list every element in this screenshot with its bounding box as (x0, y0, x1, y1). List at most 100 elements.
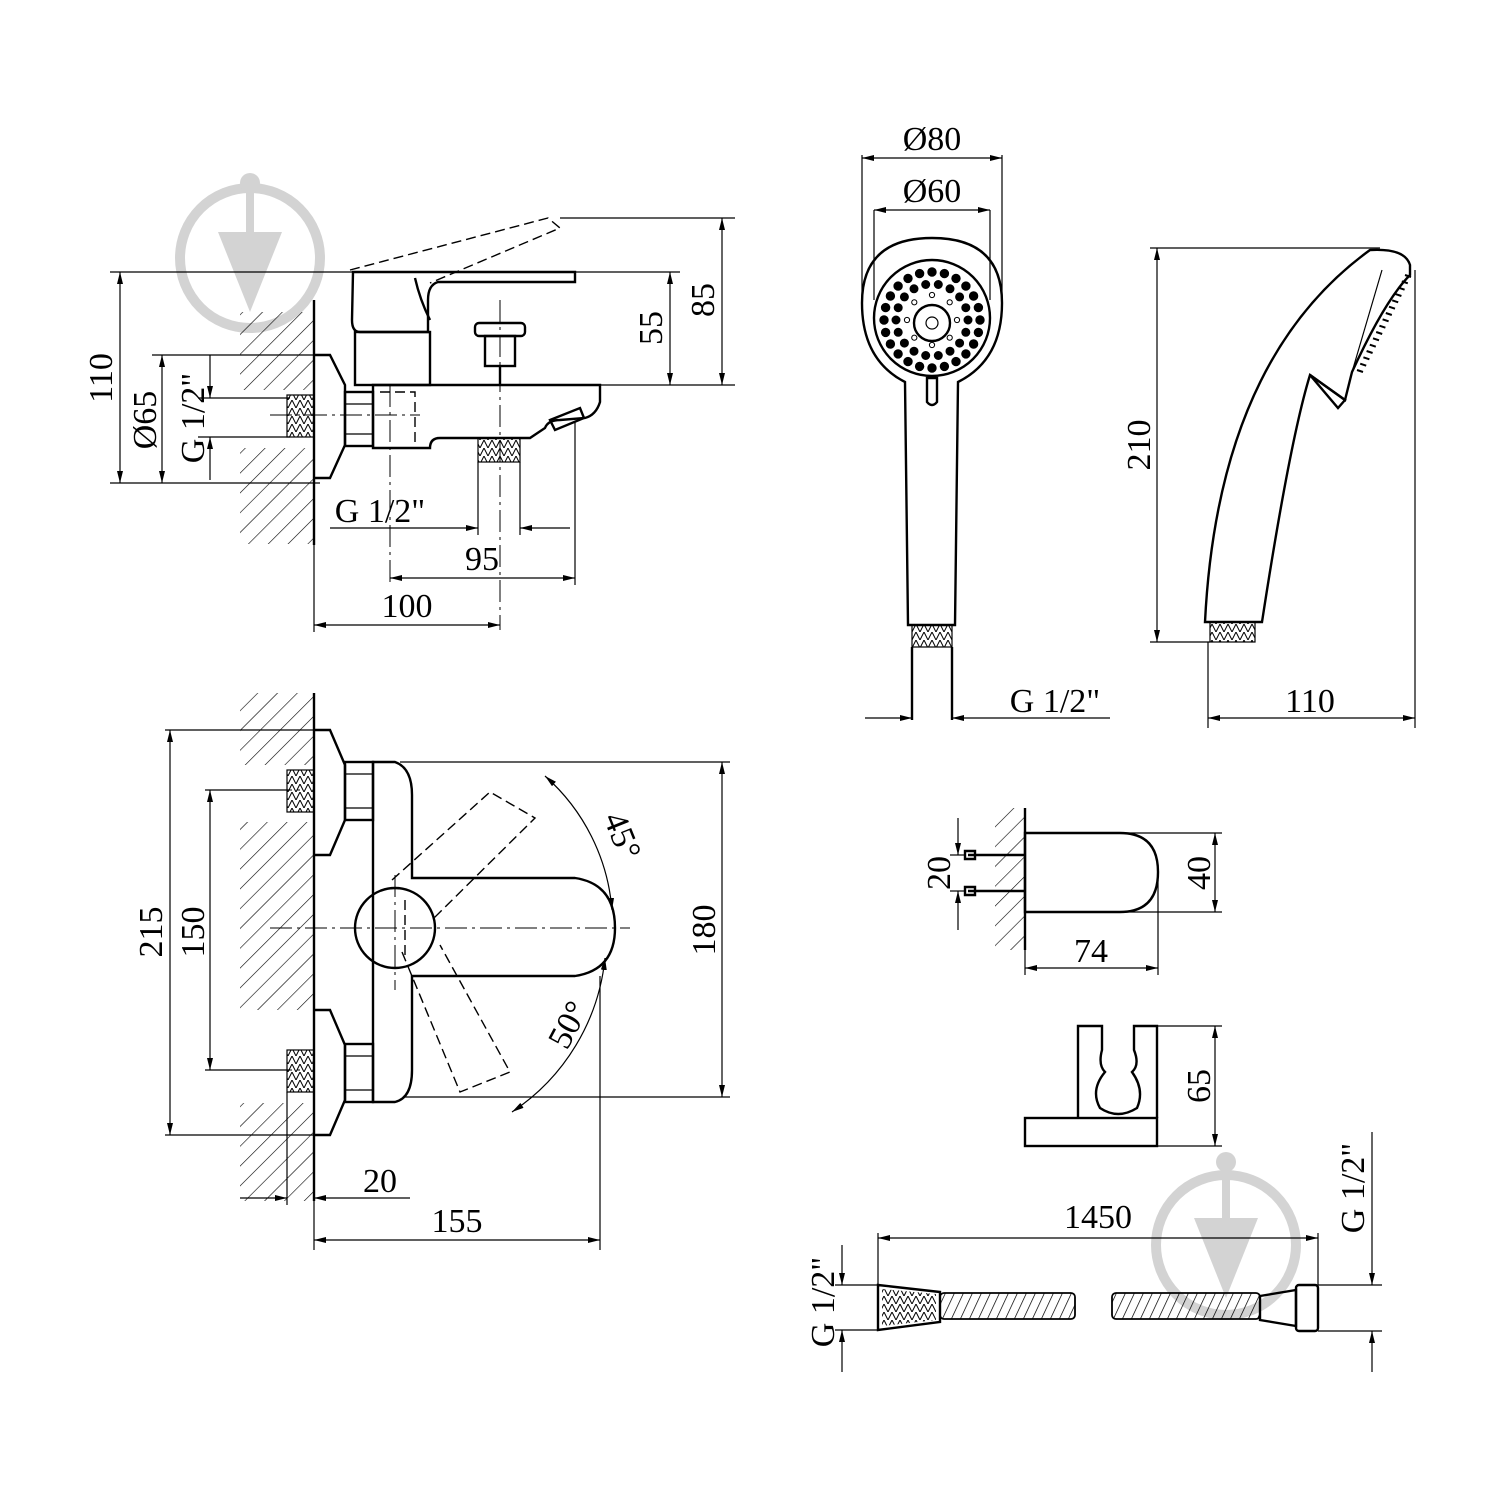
nozzle-tip (1385, 312, 1393, 316)
hand-shower-side: 210 110 (1121, 247, 1416, 728)
dim-85: 85 (685, 283, 722, 317)
nozzle-dot (975, 315, 985, 325)
nozzle-dot (927, 267, 937, 277)
dim-110-depth: 110 (1285, 683, 1335, 720)
nozzle-dot (903, 356, 913, 367)
nozzle-dot (951, 273, 961, 284)
nozzle-dot (953, 316, 961, 324)
nozzle-dot (885, 291, 896, 301)
nozzle-dot (909, 284, 919, 294)
dim-1450: 1450 (1064, 1199, 1132, 1236)
dim-100: 100 (382, 588, 433, 625)
spray-nozzles (879, 267, 985, 373)
nozzle-dot (909, 346, 919, 356)
nozzle-dot (914, 268, 925, 279)
dim-inlet-thread: G 1/2" (175, 373, 212, 463)
nozzle-dot (968, 339, 979, 349)
nozzle-dot (939, 361, 950, 372)
nozzle-dot (879, 315, 889, 325)
nozzle-tip (1391, 299, 1399, 304)
nozzle-dot (973, 327, 984, 338)
nozzle-tip (1388, 305, 1396, 310)
nozzle-tip (1375, 331, 1383, 335)
dim-55: 55 (633, 311, 670, 345)
dim-face-dia: Ø60 (903, 173, 962, 210)
nozzle-dot (914, 361, 925, 372)
nozzle-tip (1379, 324, 1386, 329)
nozzle-dot (961, 349, 971, 359)
nozzle-dot (939, 268, 950, 279)
wall-holder-front: 65 (1023, 1024, 1222, 1148)
nozzle-tip (1369, 343, 1377, 348)
dim-outer-dia: Ø80 (903, 121, 962, 158)
dim-20-screw: 20 (921, 856, 958, 890)
dim-180: 180 (686, 905, 723, 956)
dim-outlet-thread: G 1/2" (335, 493, 425, 530)
nozzle-dot (891, 315, 901, 325)
nozzle-dot (893, 327, 903, 337)
nozzle-dot (911, 334, 918, 341)
nozzle-dot (961, 303, 971, 313)
nozzle-dot (893, 281, 903, 291)
drop-logo-icon (175, 173, 325, 333)
nozzle-tip (1359, 362, 1367, 367)
dim-20-flange: 20 (363, 1163, 397, 1200)
nozzle-tip (1363, 356, 1370, 361)
nozzle-dot (927, 363, 937, 373)
wall-hatch (240, 448, 314, 544)
nozzle-dot (893, 349, 903, 359)
nozzle-dot (885, 339, 896, 349)
nozzle-tip (1356, 369, 1364, 373)
wall-hatch (240, 312, 314, 390)
nozzle-dot (968, 291, 979, 301)
dim-hose-thread-left: G 1/2" (805, 1257, 842, 1347)
dim-210: 210 (1121, 420, 1158, 471)
nozzle-tip (1404, 274, 1412, 278)
dim-65: 65 (1181, 1069, 1218, 1103)
nozzle-dot (928, 341, 936, 349)
dim-angle-45: 45° (596, 807, 648, 865)
wall-holder-side: 20 40 74 (921, 808, 1222, 975)
nozzle-dot (961, 281, 971, 291)
nozzle-dot (893, 303, 903, 313)
nozzle-dot (933, 280, 943, 289)
dim-flange-dia: Ø65 (127, 391, 164, 450)
dim-95: 95 (465, 541, 499, 578)
nozzle-tip (1372, 337, 1380, 342)
nozzle-dot (945, 346, 955, 356)
nozzle-dot (921, 351, 931, 360)
drop-logo-icon (1151, 1152, 1301, 1320)
mixer-top-view: 215 150 180 45° 50° 20 155 (133, 693, 730, 1250)
nozzle-dot (880, 327, 891, 338)
nozzle-dot (945, 284, 955, 294)
nozzle-dot (946, 334, 953, 341)
nozzle-tips (1356, 274, 1412, 373)
hand-shower-front: Ø80 Ø60 G 1/2" (860, 121, 1110, 721)
dim-215: 215 (133, 907, 170, 958)
nozzle-dot (946, 299, 953, 306)
nozzle-dot (899, 338, 909, 348)
dim-angle-50: 50° (541, 995, 596, 1054)
dim-110: 110 (83, 353, 120, 403)
nozzle-dot (880, 302, 891, 313)
nozzle-dot (899, 292, 909, 302)
dim-hose-thread-right: G 1/2" (1335, 1143, 1372, 1233)
nozzle-dot (963, 315, 973, 325)
nozzle-dot (903, 316, 911, 324)
nozzle-tip (1398, 286, 1405, 291)
nozzle-dot (951, 356, 961, 367)
nozzle-dot (933, 351, 943, 360)
dim-74: 74 (1074, 933, 1108, 970)
nozzle-dot (928, 291, 936, 299)
nozzle-dot (955, 338, 965, 348)
dim-40: 40 (1181, 856, 1218, 890)
dim-155: 155 (432, 1203, 483, 1240)
shower-hose: 1450 G 1/2" G 1/2" (805, 1132, 1382, 1372)
nozzle-dot (955, 292, 965, 302)
nozzle-dot (903, 273, 913, 284)
mixer-side-view: 110 Ø65 G 1/2" 55 85 G 1/2" 95 100 (83, 217, 735, 632)
nozzle-dot (961, 327, 971, 337)
dim-shower-thread: G 1/2" (1010, 683, 1100, 720)
